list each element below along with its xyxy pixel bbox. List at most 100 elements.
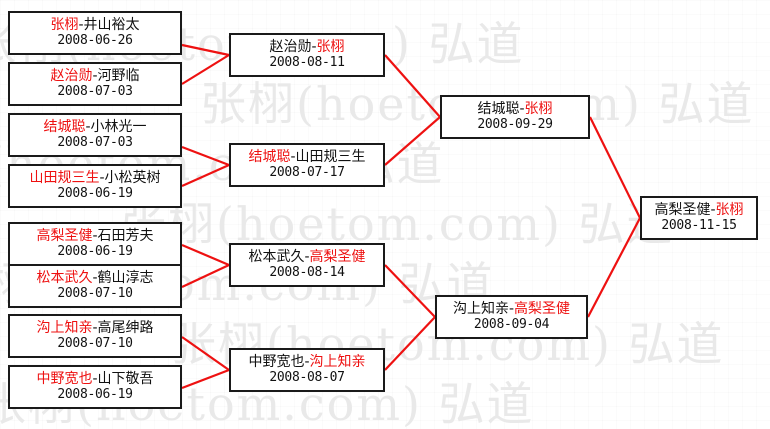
match-players: 高梨圣健-石田芳夫 — [36, 228, 153, 244]
player-winner-left: 松本武久 — [36, 269, 93, 286]
match-date: 2008-06-19 — [57, 244, 133, 260]
match-players: 张栩-井山裕太 — [50, 17, 139, 33]
player-loser-right: 山田规三生 — [295, 148, 366, 165]
match-date: 2008-09-04 — [473, 317, 550, 333]
connector-line — [181, 336, 230, 371]
match-players: 山田规三生-小松英树 — [29, 170, 160, 186]
match-date: 2008-07-10 — [57, 336, 133, 352]
player-winner-left: 赵治勋 — [50, 67, 93, 84]
player-loser-left: 沟上知亲 — [452, 300, 509, 317]
player-winner-right: 张栩 — [524, 100, 553, 117]
match-players: 赵治勋-河野临 — [50, 68, 139, 84]
player-separator: - — [92, 227, 98, 244]
player-loser-right: 小松英树 — [104, 169, 161, 186]
connector-line — [181, 243, 230, 267]
match-players: 中野宽也-山下敬吾 — [36, 371, 153, 387]
player-separator: - — [519, 100, 525, 117]
connector-line — [589, 116, 641, 219]
connector-line — [384, 54, 441, 118]
player-separator: - — [92, 370, 98, 387]
player-winner-right: 沟上知亲 — [309, 353, 366, 370]
player-winner-left: 张栩 — [50, 16, 79, 33]
watermark-text: 张栩(hoetom.com) 弘道 — [120, 197, 675, 251]
match-date: 2008-09-29 — [477, 117, 553, 133]
connector-line — [384, 316, 436, 371]
player-separator: - — [311, 38, 317, 55]
match-date: 2008-06-26 — [57, 33, 133, 49]
player-loser-left: 松本武久 — [248, 248, 305, 265]
player-winner-right: 张栩 — [316, 38, 345, 55]
player-winner-left: 结城聪 — [248, 148, 291, 165]
player-loser-right: 井山裕太 — [83, 16, 140, 33]
player-winner-left: 高梨圣健 — [36, 227, 93, 244]
player-separator: - — [92, 67, 98, 84]
player-winner-left: 沟上知亲 — [36, 319, 93, 336]
player-separator: - — [508, 300, 515, 317]
player-winner-right: 高梨圣健 — [309, 248, 366, 265]
player-loser-left: 赵治勋 — [269, 38, 312, 55]
player-loser-left: 中野宽也 — [248, 353, 305, 370]
match-players: 结城聪-小林光一 — [43, 119, 146, 135]
player-winner-left: 中野宽也 — [36, 370, 93, 387]
match-date: 2008-08-07 — [269, 370, 345, 386]
player-separator: - — [92, 319, 98, 336]
match-players: 松本武久-鹤山淳志 — [36, 270, 153, 286]
player-loser-right: 石田芳夫 — [97, 227, 154, 244]
player-loser-left: 高梨圣健 — [654, 201, 711, 218]
connector-line — [181, 54, 230, 85]
match-date: 2008-07-03 — [57, 84, 133, 100]
match-date: 2008-07-03 — [57, 135, 133, 151]
match-players: 赵治勋-张栩 — [269, 39, 344, 55]
connector-line — [587, 217, 641, 318]
match-players: 中野宽也-沟上知亲 — [248, 354, 365, 370]
match-date: 2008-07-17 — [269, 165, 345, 181]
player-loser-left: 结城聪 — [477, 100, 520, 117]
player-separator: - — [92, 269, 98, 286]
player-loser-right: 山下敬吾 — [97, 370, 154, 387]
connector-line — [384, 264, 436, 318]
player-separator: - — [304, 248, 310, 265]
match-date: 2008-06-19 — [57, 387, 133, 403]
match-players: 高梨圣健-张栩 — [654, 202, 743, 218]
match-date: 2008-06-19 — [57, 186, 133, 202]
player-separator: - — [304, 353, 310, 370]
connector-line — [384, 116, 441, 166]
match-players: 结城聪-山田规三生 — [248, 149, 365, 165]
connector-line — [181, 163, 230, 188]
player-winner-right: 高梨圣健 — [514, 300, 571, 317]
connector-line — [181, 43, 230, 57]
match-players: 松本武久-高梨圣健 — [248, 249, 365, 265]
connector-line — [181, 264, 230, 288]
match-date: 2008-08-11 — [269, 55, 345, 71]
connector-line — [181, 145, 230, 167]
match-date: 2008-11-15 — [661, 218, 737, 234]
match-players: 沟上知亲-高梨圣健 — [453, 301, 570, 317]
player-separator: - — [290, 148, 296, 165]
player-separator: - — [710, 201, 716, 218]
player-separator: - — [99, 169, 105, 186]
match-players: 结城聪-张栩 — [477, 101, 552, 117]
match-date: 2008-07-10 — [57, 286, 133, 302]
player-separator: - — [78, 16, 84, 33]
match-players: 沟上知亲-高尾绅路 — [36, 320, 153, 336]
player-separator: - — [85, 118, 91, 135]
player-winner-right: 张栩 — [715, 201, 744, 218]
player-loser-right: 河野临 — [97, 67, 140, 84]
player-winner-left: 山田规三生 — [29, 169, 100, 186]
